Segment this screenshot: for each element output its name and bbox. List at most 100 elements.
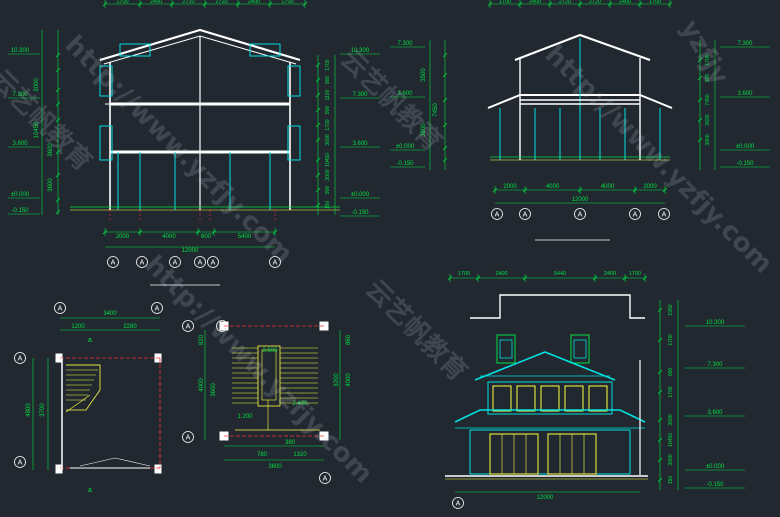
- dim-tick: [55, 209, 61, 215]
- dim-label: 3000: [325, 169, 331, 180]
- dim-label: 600: [201, 234, 212, 240]
- top-dim-value: 2720: [215, 0, 227, 5]
- axis-label: A: [111, 260, 116, 267]
- dim-label: 900: [325, 106, 331, 115]
- dim-tick: [657, 337, 663, 343]
- dim-tick: [272, 229, 278, 235]
- upper-window: [564, 385, 584, 412]
- upper-roof: [474, 351, 616, 381]
- dim-tick: [169, 1, 175, 7]
- gable-block: [119, 43, 151, 57]
- axis-bubble: [207, 256, 219, 268]
- upper-window: [492, 385, 512, 412]
- level-value: 7.300: [12, 92, 28, 98]
- stair-well: [257, 345, 281, 407]
- dim-tick: [697, 117, 703, 123]
- dim-label: 1320: [293, 452, 307, 458]
- dim-tick: [235, 1, 241, 7]
- dim-label: 4000: [601, 184, 615, 190]
- dim-tick: [102, 229, 108, 235]
- level-value: 3.600: [352, 141, 368, 147]
- dim-label: 10450: [668, 433, 674, 447]
- dim-tick: [137, 229, 143, 235]
- axis-bubble: [14, 456, 26, 468]
- dim-label: 900: [325, 186, 331, 195]
- section-mark: a: [88, 337, 92, 344]
- dim-tick: [637, 1, 643, 7]
- dim-tick: [642, 275, 648, 281]
- dim-tick: [657, 437, 663, 443]
- eave-block: [99, 125, 113, 161]
- dim-tick: [475, 275, 481, 281]
- dim-tick: [442, 145, 448, 151]
- dim-tick: [55, 67, 61, 73]
- chimney-window: [573, 339, 587, 359]
- dim-label: 1700: [705, 54, 711, 65]
- dim-label: 4000: [199, 378, 205, 392]
- dim-label: 3600: [705, 114, 711, 125]
- dim-tick: [55, 197, 61, 203]
- dim-tick: [315, 62, 321, 68]
- level-value: -0.150: [11, 208, 29, 214]
- dim-label: 860: [346, 334, 352, 345]
- axis-label: A: [186, 435, 191, 442]
- dim-label: ±0.000: [706, 464, 725, 470]
- dim-label: 3500: [421, 68, 427, 82]
- dim-label: -0.150: [396, 161, 414, 167]
- axis-label: A: [273, 260, 278, 267]
- top-dim-value: 2400: [150, 0, 162, 5]
- total-dim-value: 12000: [182, 248, 199, 254]
- dim-tick: [302, 1, 308, 7]
- upper-window: [588, 385, 608, 412]
- dim-label: ±0.000: [736, 144, 755, 150]
- dim-tick: [315, 107, 321, 113]
- dim-label: ±0.000: [396, 144, 415, 150]
- column-marker: [55, 464, 63, 474]
- dim-tick: [667, 1, 673, 7]
- dim-label: 150: [325, 201, 331, 210]
- dim-label: 1700: [325, 59, 331, 70]
- dim-tick: [592, 275, 598, 281]
- axis-bubble: [629, 208, 641, 220]
- dim-tick: [517, 1, 523, 7]
- dim-tick: [315, 172, 321, 178]
- dim-label: 10.300: [706, 320, 725, 326]
- dim-label: 1100: [325, 89, 331, 100]
- dim-label: 2400: [529, 0, 541, 5]
- level-value: ±0.000: [11, 192, 30, 198]
- dim-label: 3000: [34, 78, 40, 92]
- dim-label: 3800: [705, 134, 711, 145]
- dim-tick: [577, 187, 583, 193]
- dim-tick: [622, 275, 628, 281]
- dim-label: 2400: [619, 0, 631, 5]
- top-dim-value: 1700: [116, 0, 128, 5]
- dim-label: 4000: [346, 373, 352, 387]
- axis-bubble: [151, 302, 163, 314]
- level-value: 3.500: [262, 348, 278, 354]
- dim-tick: [662, 187, 668, 193]
- dim-tick: [211, 229, 217, 235]
- dim-tick: [697, 57, 703, 63]
- dim-label: 1200: [71, 324, 85, 330]
- dim-label: 1700: [458, 271, 470, 277]
- dim-label: 150: [668, 476, 674, 485]
- dim-label: 1700: [629, 271, 641, 277]
- axis-bubble: [319, 472, 331, 484]
- chimney-window: [499, 339, 513, 359]
- level-value: 3.600: [12, 141, 28, 147]
- axis-label: A: [173, 260, 178, 267]
- axis-bubble: [574, 208, 586, 220]
- axis-bubble: [136, 256, 148, 268]
- level-value: 10.300: [11, 48, 30, 54]
- axis-bubble: [491, 208, 503, 220]
- dim-tick: [102, 1, 108, 7]
- dim-tick: [522, 187, 528, 193]
- dim-label: 1700: [649, 0, 661, 5]
- roof-line: [514, 33, 651, 62]
- dim-label: 2280: [123, 324, 137, 330]
- dim-label: 3600: [325, 134, 331, 145]
- level-value: ±0.000: [351, 192, 370, 198]
- dim-label: 10450: [34, 121, 40, 138]
